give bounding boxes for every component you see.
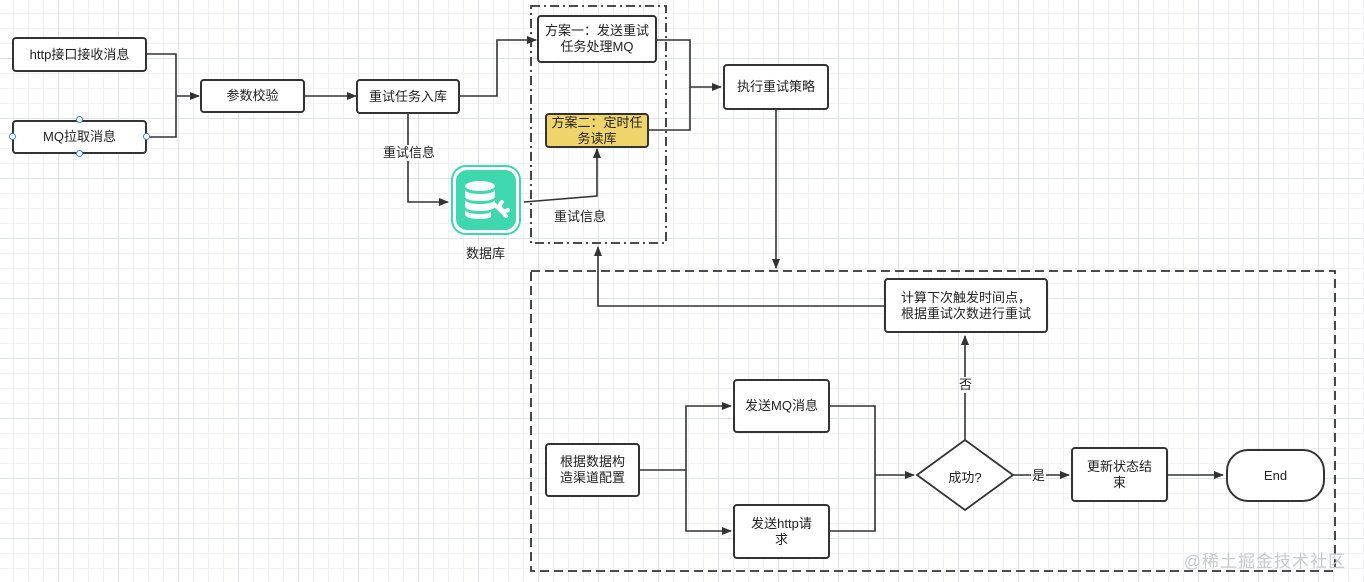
plan-two-label: 方案二：定时任务读库 — [551, 114, 643, 146]
execute-retry-label: 执行重试策略 — [736, 79, 815, 94]
edge-http-success — [830, 475, 876, 532]
update-state-label: 更新状态结束 — [1086, 458, 1152, 490]
calc-next-node[interactable]: 计算下次触发时间点，根据重试次数进行重试 — [884, 278, 1048, 333]
http-receive-node[interactable]: http接口接收消息 — [12, 37, 147, 72]
selection-handle-top[interactable] — [76, 116, 83, 123]
send-http-label: 发送http请求 — [751, 515, 812, 547]
edge-database-plantwo — [523, 148, 601, 203]
edge-calcnext-loopback — [594, 246, 884, 307]
selection-handle-right[interactable] — [143, 133, 150, 140]
send-http-node[interactable]: 发送http请求 — [733, 504, 830, 559]
success-decision-shape — [915, 438, 1015, 512]
edge-mq-merge — [147, 96, 177, 138]
plan-one-node[interactable]: 方案一：发送重试任务处理MQ — [537, 15, 657, 63]
database-label: 数据库 — [466, 246, 506, 261]
retry-execution-boundary — [530, 270, 1336, 572]
selection-handle-left[interactable] — [9, 133, 16, 140]
edge-label-no: 否 — [959, 377, 973, 393]
update-state-node[interactable]: 更新状态结束 — [1071, 447, 1168, 502]
param-check-label: 参数校验 — [226, 88, 279, 103]
watermark: @稀土掘金技术社区 — [1183, 552, 1346, 571]
plan-two-node[interactable]: 方案二：定时任务读库 — [545, 113, 649, 148]
edge-split-http — [685, 470, 732, 535]
mq-pull-label: MQ拉取消息 — [43, 129, 116, 144]
edge-mq-success — [830, 405, 876, 475]
build-channel-label: 根据数据构造渠道配置 — [559, 454, 625, 485]
mq-pull-node[interactable]: MQ拉取消息 — [12, 120, 147, 154]
retry-task-store-label: 重试任务入库 — [368, 88, 447, 104]
calc-next-label: 计算下次触发时间点，根据重试次数进行重试 — [900, 289, 1031, 321]
plan-group-boundary — [530, 5, 667, 244]
param-check-node[interactable]: 参数校验 — [200, 79, 305, 113]
database-icon[interactable] — [450, 164, 522, 236]
edge-plantwo-execute — [649, 87, 691, 131]
success-decision-label[interactable]: 成功? — [948, 470, 982, 485]
plan-one-label: 方案一：发送重试任务处理MQ — [545, 23, 650, 54]
end-label: End — [1263, 467, 1288, 483]
execute-retry-node[interactable]: 执行重试策略 — [723, 64, 829, 110]
edge-label-retry-info-database: 重试信息 — [554, 209, 607, 224]
edge-planone-execute — [657, 39, 722, 91]
edge-store-database — [407, 114, 449, 206]
end-node[interactable]: End — [1226, 449, 1325, 502]
edge-split-mq — [685, 402, 732, 470]
build-channel-node[interactable]: 根据数据构造渠道配置 — [545, 443, 640, 497]
edge-http-merge — [147, 53, 177, 96]
http-receive-label: http接口接收消息 — [29, 46, 130, 62]
send-mq-label: 发送MQ消息 — [745, 398, 818, 413]
edge-store-planone — [460, 36, 537, 97]
selection-handle-bottom[interactable] — [76, 150, 83, 157]
edge-label-yes: 是 — [1031, 468, 1047, 484]
retry-task-store-node[interactable]: 重试任务入库 — [356, 79, 460, 114]
edge-label-retry-info-store: 重试信息 — [383, 145, 436, 161]
send-mq-node[interactable]: 发送MQ消息 — [733, 379, 830, 433]
